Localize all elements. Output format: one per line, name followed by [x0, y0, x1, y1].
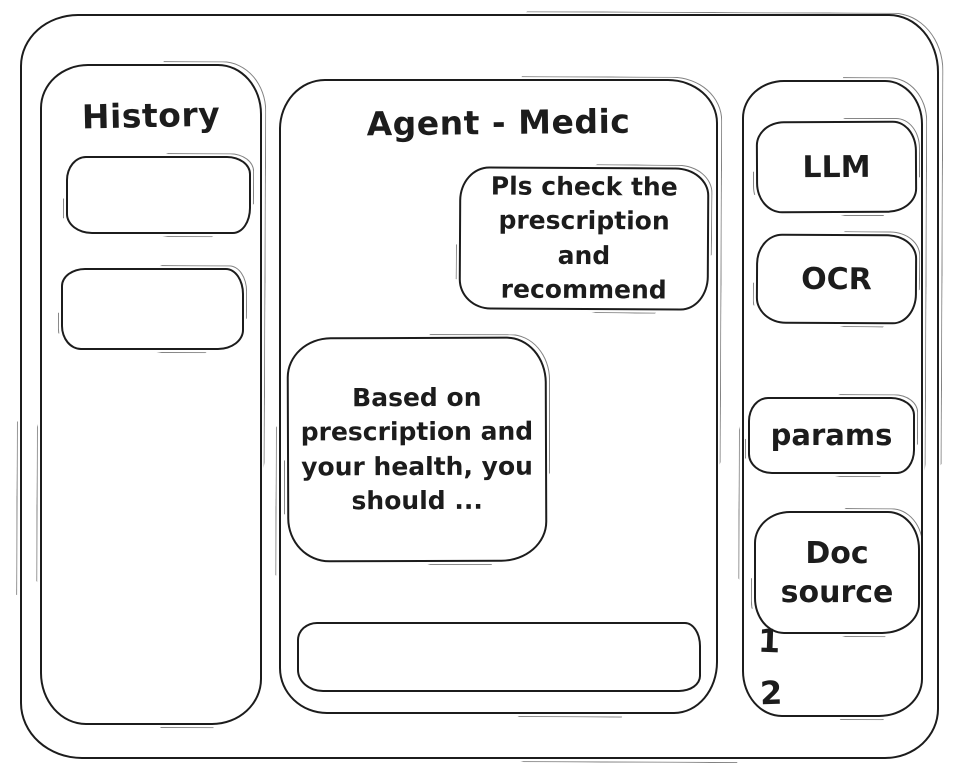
history-item[interactable]	[66, 156, 251, 234]
llm-button[interactable]: LLM	[755, 120, 918, 214]
chat-panel: Agent - Medic Pls check the prescription…	[279, 79, 718, 714]
app-frame: History Agent - Medic Pls check the pres…	[20, 14, 939, 759]
doc-source-item-2[interactable]: 2	[759, 673, 783, 713]
doc-source-item-1[interactable]: 1	[757, 621, 781, 661]
tools-sidebar: LLM OCR params Doc source 1 2	[742, 80, 923, 717]
page-title: Agent - Medic	[366, 101, 631, 144]
ocr-button[interactable]: OCR	[755, 233, 918, 325]
chat-message-user: Pls check the prescription and recommend	[458, 166, 710, 311]
history-sidebar: History	[40, 64, 262, 725]
chat-input[interactable]	[297, 622, 701, 692]
history-title: History	[81, 94, 221, 137]
doc-source-button[interactable]: Doc source	[754, 511, 920, 634]
params-button[interactable]: params	[748, 397, 915, 474]
chat-message-assistant: Based on prescription and your health, y…	[286, 336, 548, 563]
history-item[interactable]	[61, 268, 244, 350]
